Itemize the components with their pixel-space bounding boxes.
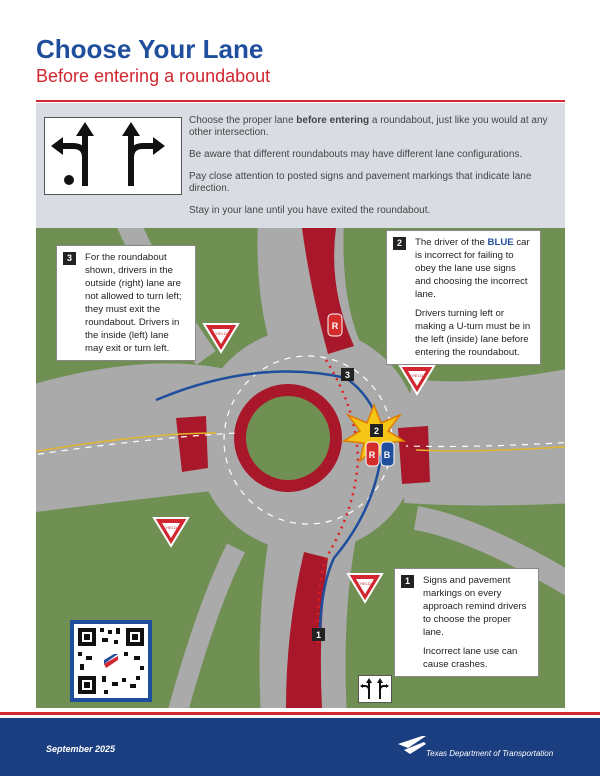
marker-2: 2 [374,426,379,436]
intro-p2: Be aware that different roundabouts may … [189,149,523,160]
car-blue-label: B [384,450,391,460]
yellow-lines [36,432,565,453]
car-red-label: R [369,450,376,460]
intro-p1-bold: before entering [296,115,370,126]
yield-sign-1 [202,323,240,354]
car-blue-crash [380,441,395,467]
callout-2-text-2: Drivers turning left or making a U-turn … [415,308,531,358]
page-subtitle: Before entering a roundabout [36,66,271,86]
qr-code[interactable] [70,620,152,702]
page-title: Choose Your Lane [36,34,264,64]
callout-2-blue-word: BLUE [487,237,514,248]
intro-p1-end: a roundabout, just like you would at any… [189,115,548,138]
splitter-islands [176,228,430,708]
car-red-top-label: R [332,321,339,331]
car-red-crash [365,441,380,467]
footer-stripe-white [0,715,600,718]
yield-sign-4-text: YIELD [359,581,371,586]
footer-band [0,718,600,776]
title-rule [36,100,565,102]
yield-sign-3 [152,517,190,548]
callout-2-text-end: car is incorrect for failing to obey the… [415,237,530,300]
intro-p3: Pay close attention to posted signs and … [189,171,532,194]
callout-3-badge: 3 [63,252,76,265]
intro-p4: Stay in your lane until you have exited … [189,205,431,216]
intro-text: Choose the proper lane before entering a… [189,115,554,227]
callout-3: 3 For the roundabout shown, drivers in t… [56,245,196,361]
callout-2-badge: 2 [393,237,406,250]
marker-3-box [341,368,354,381]
yield-sign-3-text: YIELD [165,525,177,530]
car-red-top [327,313,343,337]
yield-sign-2 [398,365,436,396]
marker-2-box [370,424,383,437]
marker-1-box [312,628,325,641]
callout-1: 1 Signs and pavement markings on every a… [394,568,539,677]
callout-1-badge: 1 [401,575,414,588]
lane-arrows-small-icon [360,678,389,699]
footer-date: September 2025 [46,744,116,754]
callout-2-text-start: The driver of the [415,237,488,248]
intro-p1: Choose the proper lane before entering a… [189,115,554,139]
yield-sign-1-text: YIELD [215,331,227,336]
roundabout-map: R R B YIELD YIELD YIELD YIELD 3 2 1 3 [36,228,565,708]
lane-arrows-icon [51,122,165,186]
lane-use-sign [44,117,182,195]
lane-use-sign-small [358,675,392,703]
central-island-grass [246,396,330,480]
yield-sign-4 [346,573,384,604]
footer-stripe-red [0,712,600,715]
callout-3-text: For the roundabout shown, drivers in the… [85,252,182,354]
callout-1-text: Signs and pavement markings on every app… [423,575,527,638]
intro-p1-start: Choose the proper lane [189,115,297,126]
footer-agency: Texas Department of Transportation [426,749,554,758]
yield-sign-2-text: YIELD [411,373,423,378]
marker-1: 1 [316,630,321,640]
callout-2-text: The driver of the BLUE car is incorrect … [415,236,534,301]
marker-3: 3 [345,370,350,380]
qr-code-icon [78,628,144,694]
intro-panel: Choose the proper lane before entering a… [36,103,565,228]
callout-2: 2 The driver of the BLUE car is incorrec… [386,230,541,365]
roundabout-illustration: R R B YIELD YIELD YIELD YIELD 3 2 1 [36,228,565,708]
callout-1-text-2: Incorrect lane use can cause crashes. [423,646,518,670]
red-car-path [316,359,360,649]
txdot-logo-icon [398,736,426,754]
